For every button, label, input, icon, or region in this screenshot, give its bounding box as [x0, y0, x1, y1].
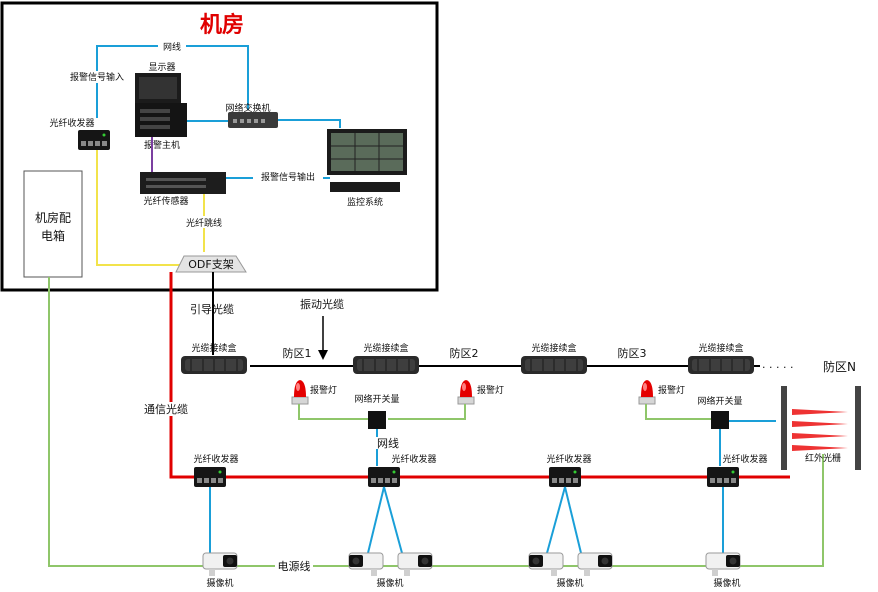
transceiver-icon: [78, 130, 110, 150]
power-line: [48, 277, 824, 567]
comm-cable: [169, 272, 790, 479]
patch-cord-label: 光纤跳线: [186, 217, 222, 229]
splice-box-icon: [687, 355, 755, 375]
infrared-beam-icon: [781, 386, 861, 470]
camera-label: 摄像机: [206, 577, 233, 589]
splice-box-label: 光缆接续盒: [363, 342, 408, 354]
camera-icon: [577, 552, 613, 577]
power-line-label: 电源线: [278, 559, 311, 573]
alarm-lamp-icon: [638, 379, 656, 405]
vibration-cable-label: 振动光缆: [300, 297, 344, 311]
camera-icon: [397, 552, 433, 577]
alarm-lamp-label: 报警灯: [658, 384, 685, 396]
lead-cable-label: 引导光缆: [190, 302, 234, 316]
splice-box-label: 光缆接续盒: [698, 342, 743, 354]
camera-icon: [348, 552, 384, 577]
camera-label: 摄像机: [556, 577, 583, 589]
transceiver-icon: [194, 467, 226, 487]
dots: · · · · ·: [762, 361, 793, 374]
transceiver-label: 光纤收发器: [391, 453, 436, 465]
zone-3-label: 防区3: [618, 346, 647, 360]
comm-cable-label: 通信光缆: [144, 402, 188, 416]
io-module: [368, 411, 386, 429]
nvr-icon: [327, 129, 407, 192]
server-icon: [135, 103, 187, 137]
transceiver-label: 光纤收发器: [546, 453, 591, 465]
odf-icon: [175, 255, 247, 273]
infrared-fence-label: 红外光栅: [805, 452, 841, 464]
alarm-lamp-icon: [291, 379, 309, 405]
io-module: [711, 411, 729, 429]
camera-label: 摄像机: [376, 577, 403, 589]
network-switch-value-label: 网络开关量: [697, 395, 742, 407]
distribution-box-line2: 电箱: [41, 228, 65, 243]
camera-icon: [202, 552, 238, 577]
splice-box-icon: [520, 355, 588, 375]
alarm-host-label: 报警主机: [144, 139, 180, 151]
transceiver-icon: [368, 467, 400, 487]
alarm-lamp-label: 报警灯: [310, 384, 337, 396]
distribution-box: [23, 170, 83, 278]
transceiver-label: 光纤收发器: [193, 453, 238, 465]
monitor-label: 显示器: [148, 62, 175, 73]
network-switch-label: 网络交换机: [225, 102, 270, 114]
distribution-box-line1: 机房配: [35, 210, 71, 225]
transceiver-icon: [707, 467, 739, 487]
splice-box-icon: [352, 355, 420, 375]
room-transceiver-label: 光纤收发器: [49, 117, 94, 129]
room-title: 机房: [200, 12, 244, 38]
alarm-lamp-icon: [457, 379, 475, 405]
alarm-input-label: 报警信号输入: [70, 71, 124, 83]
network-line-label: 网线: [163, 41, 181, 53]
network-switch-value-label: 网络开关量: [354, 393, 399, 405]
equipment-room-frame: [0, 1, 439, 292]
zone-n-label: 防区N: [823, 359, 856, 374]
zone-1-label: 防区1: [283, 346, 312, 360]
splice-box-label: 光缆接续盒: [531, 342, 576, 354]
transceiver-icon: [549, 467, 581, 487]
alarm-lamp-label: 报警灯: [477, 384, 504, 396]
fiber-sensor-label: 光纤传感器: [143, 195, 188, 207]
alarm-output-label: 报警信号输出: [261, 171, 315, 183]
sensor-icon: [140, 172, 226, 194]
zone-2-label: 防区2: [450, 346, 479, 360]
splice-box-label: 光缆接续盒: [191, 342, 236, 354]
splice-box-icon: [180, 355, 248, 375]
camera-label: 摄像机: [713, 577, 740, 589]
camera-icon: [705, 552, 741, 577]
monitor-icon: [135, 73, 181, 103]
transceiver-label: 光纤收发器: [722, 453, 767, 465]
switch-icon: [228, 112, 278, 128]
odf-label: ODF支架: [188, 258, 233, 271]
camera-icon: [528, 552, 564, 577]
monitoring-system-label: 监控系统: [347, 196, 383, 208]
field-network-line-label: 网线: [377, 436, 399, 450]
